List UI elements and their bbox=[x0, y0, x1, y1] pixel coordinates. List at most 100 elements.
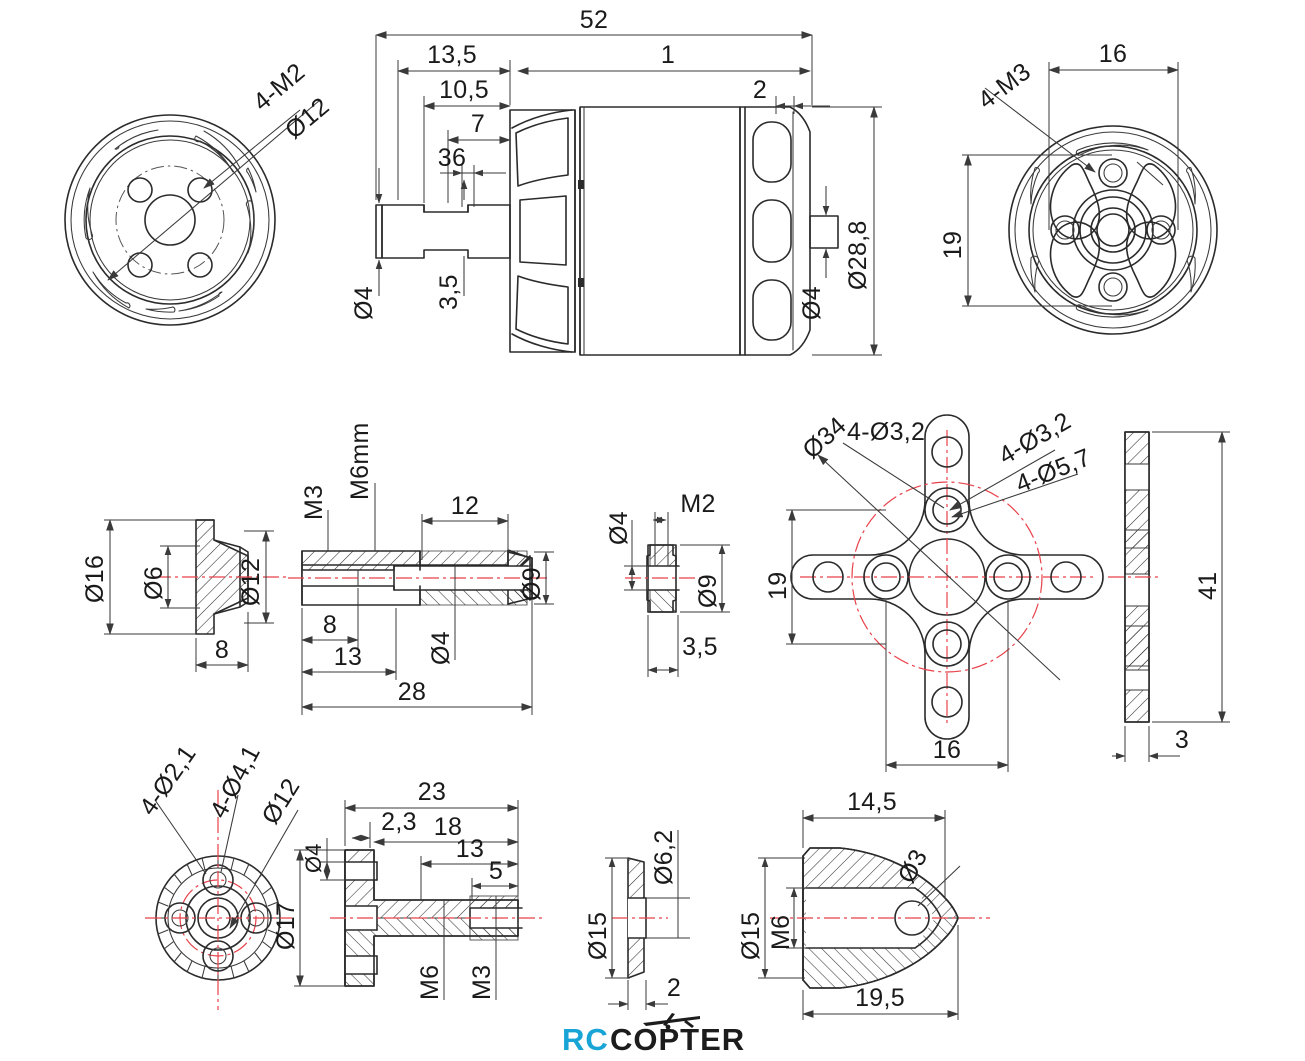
leader-hub-m6: M6 bbox=[416, 900, 445, 1000]
view-x-mount-side: 41 3 bbox=[1108, 431, 1230, 762]
dim-d4-rear: Ø4 bbox=[798, 186, 830, 320]
dim-36: 1 bbox=[517, 41, 811, 75]
dim-adapter-d9: Ø9 bbox=[518, 551, 554, 605]
dim-adapter-8: 8 bbox=[301, 588, 359, 715]
dim-hub-d4: Ø4 bbox=[301, 838, 345, 881]
label-washer-thickness: 2 bbox=[667, 974, 681, 1002]
dim-hub-23: 23 bbox=[344, 778, 519, 896]
label-adapter-bore-dia: Ø4 bbox=[427, 631, 455, 665]
label-adapter-overall-length: 28 bbox=[398, 678, 426, 706]
dim-adapter-12: 12 bbox=[421, 492, 509, 560]
dim-hub-13: 13 bbox=[420, 835, 519, 900]
dim-hub-5: 5 bbox=[471, 857, 519, 900]
spinner-section bbox=[802, 847, 959, 989]
dim-d288: Ø28,8 bbox=[812, 106, 882, 356]
label-adapter-main-thread: M6mm bbox=[346, 422, 374, 500]
label-collet-nose-dia: Ø12 bbox=[237, 558, 265, 606]
label-shaft-front-length: 13,5 bbox=[427, 41, 477, 69]
dim-collet-d6: Ø6 bbox=[140, 545, 200, 609]
logo-text-copter: COPTER bbox=[610, 1022, 745, 1057]
dim-x-16: 16 bbox=[885, 600, 1009, 772]
label-x-holes-small-left: 4-Ø3,2 bbox=[847, 418, 925, 446]
dim-52: 52 bbox=[375, 6, 813, 200]
dim-collet-len8: 8 bbox=[195, 612, 249, 672]
dim-10-5: 10,5 bbox=[423, 76, 511, 203]
label-x-side-height: 41 bbox=[1194, 572, 1222, 600]
leader-adapter-m3: M3 bbox=[300, 485, 329, 551]
label-overall-length: 52 bbox=[580, 6, 608, 34]
label-hub-dim5: 5 bbox=[489, 857, 503, 885]
label-shaft-dia-front: Ø4 bbox=[350, 286, 378, 320]
dim-washer-thk: 2 bbox=[608, 974, 681, 1010]
label-collar-thread: M2 bbox=[680, 490, 715, 518]
dim-hub-d17: Ø17 bbox=[272, 849, 345, 987]
label-spinner-overall-length: 19,5 bbox=[855, 984, 905, 1012]
dim-3-5: 3,5 bbox=[435, 179, 468, 310]
view-prop-collet-cone: Ø16 Ø6 Ø12 8 bbox=[81, 519, 290, 672]
hub-centre-marks bbox=[145, 790, 292, 1010]
label-washer-bore-dia: Ø6,2 bbox=[650, 830, 678, 885]
x-mount-side-section bbox=[1124, 431, 1150, 723]
dim-hub-18: 18 bbox=[373, 813, 519, 846]
dim-spinner-14-5: 14,5 bbox=[802, 788, 946, 898]
dim-adapter-d4: Ø4 bbox=[427, 566, 456, 665]
shaft-adapter-section bbox=[301, 549, 533, 606]
leader-hub-m3: M3 bbox=[468, 896, 497, 1000]
label-hub-bore-dia: Ø4 bbox=[301, 844, 326, 873]
dim-13-5: 13,5 bbox=[397, 41, 511, 200]
dim-16-rear: 16 bbox=[1048, 40, 1179, 230]
label-hub-end-thread: M3 bbox=[468, 965, 496, 1000]
dim-d4-front: Ø4 bbox=[350, 168, 383, 320]
label-spinner-thread: M6 bbox=[767, 915, 795, 950]
label-hub-overall-length: 23 bbox=[418, 778, 446, 806]
view-set-screw-collar: Ø4 M2 Ø9 3,5 bbox=[605, 490, 730, 677]
label-body-dia: Ø28,8 bbox=[844, 220, 872, 290]
label-collar-outer-dia: Ø9 bbox=[694, 574, 722, 608]
rear-vent-slots bbox=[1030, 142, 1196, 318]
label-adapter-cone-dia: Ø9 bbox=[518, 567, 546, 601]
leader-spinner-m6: M6 bbox=[767, 887, 808, 950]
view-prop-washer: Ø15 Ø6,2 2 bbox=[584, 830, 690, 1010]
label-shaft-flat-depth: 3,5 bbox=[435, 274, 463, 310]
label-hub-flange-thk: 2,3 bbox=[381, 808, 417, 836]
label-adapter-grub-thread: M3 bbox=[300, 485, 328, 520]
label-x-side-thickness: 3 bbox=[1175, 726, 1189, 754]
label-rear-step: 2 bbox=[753, 76, 767, 104]
dim-spinner-19-5: 19,5 bbox=[802, 925, 959, 1020]
helicopter-icon bbox=[643, 1013, 700, 1030]
dim-hub-2-3: 2,3 bbox=[351, 808, 417, 848]
dim-x-side-41: 41 bbox=[1152, 431, 1230, 723]
label-collet-bore-dia: Ø6 bbox=[140, 566, 168, 600]
label-hub-main-thread: M6 bbox=[416, 965, 444, 1000]
view-prop-shaft-adapter: M3 M6mm 12 Ø9 Ø4 8 bbox=[288, 422, 554, 715]
label-rear-pitch-x: 16 bbox=[1099, 40, 1127, 68]
dim-collet-d16: Ø16 bbox=[81, 519, 196, 635]
label-hub-dim13: 13 bbox=[456, 835, 484, 863]
logo-text-rc: RC bbox=[562, 1022, 609, 1057]
leader-x-small-left: 4-Ø3,2 bbox=[842, 418, 945, 509]
dim-collet-d12: Ø12 bbox=[237, 530, 274, 624]
label-groove-width: 36 bbox=[438, 144, 466, 172]
x-mount-large-holes bbox=[863, 487, 1031, 667]
brand-logo: RC COPTER bbox=[562, 1013, 745, 1057]
label-washer-outer-dia: Ø15 bbox=[584, 912, 612, 960]
dim-19-rear: 19 bbox=[939, 154, 1112, 307]
label-collar-width: 3,5 bbox=[682, 633, 718, 661]
hub-section-body bbox=[344, 849, 523, 987]
label-x-pitch-y: 19 bbox=[764, 572, 792, 600]
dim-spinner-d15: Ø15 bbox=[737, 857, 805, 979]
label-spinner-base-dia: Ø15 bbox=[737, 912, 765, 960]
x-mount-small-holes bbox=[812, 436, 1082, 718]
label-adapter-cone-length: 12 bbox=[451, 492, 479, 520]
dim-adapter-13: 13 bbox=[301, 608, 397, 680]
label-body-length: 1 bbox=[661, 41, 675, 69]
dim-washer-d15: Ø15 bbox=[584, 857, 630, 979]
dim-washer-d62: Ø6,2 bbox=[646, 830, 690, 939]
dim-x-side-3: 3 bbox=[1112, 726, 1189, 762]
rear-m3-holes bbox=[1050, 158, 1176, 302]
view-prop-hub-section: 23 2,3 18 13 5 Ø4 bbox=[272, 778, 545, 1000]
label-collar-bore-dia: Ø4 bbox=[605, 511, 633, 545]
rear-lightening-holes bbox=[1049, 163, 1177, 298]
